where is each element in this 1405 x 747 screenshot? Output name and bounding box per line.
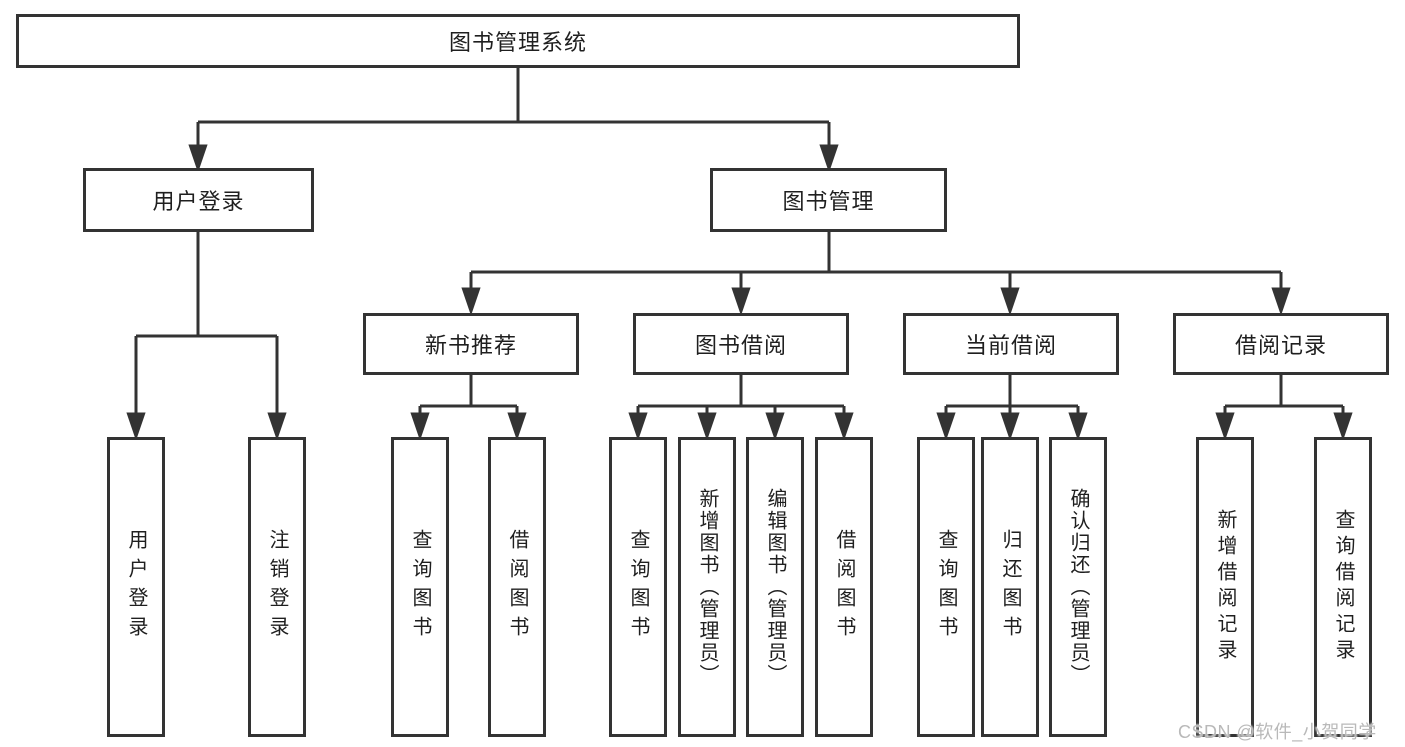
arrowhead-icon	[731, 287, 751, 316]
arrowhead-icon	[1000, 287, 1020, 316]
leaf-query-books-under-borrow: 查询图书	[609, 437, 667, 737]
arrowhead-icon	[628, 412, 648, 441]
leaf-add-borrow-record: 新增借阅记录	[1196, 437, 1254, 737]
leaf-user-login: 用户登录	[107, 437, 165, 737]
node-borrow-records: 借阅记录	[1173, 313, 1389, 375]
connector-new-book-branch	[410, 375, 527, 441]
arrowhead-icon	[188, 144, 208, 173]
arrowhead-icon	[1000, 412, 1020, 441]
arrowhead-icon	[410, 412, 430, 441]
connector-user-login-branch	[126, 232, 287, 441]
connector-root-to-level2	[188, 68, 839, 173]
arrowhead-icon	[765, 412, 785, 441]
arrowhead-icon	[1068, 412, 1088, 441]
node-book-management: 图书管理	[710, 168, 947, 232]
node-library-management-system: 图书管理系统	[16, 14, 1020, 68]
connector-borrow-records-branch	[1215, 375, 1353, 441]
arrowhead-icon	[126, 412, 146, 441]
connector-book-management-to-level3	[461, 232, 1291, 316]
node-user-login: 用户登录	[83, 168, 314, 232]
leaf-return-books: 归还图书	[981, 437, 1039, 737]
arrowhead-icon	[819, 144, 839, 173]
node-new-book-recommend: 新书推荐	[363, 313, 579, 375]
node-current-borrow: 当前借阅	[903, 313, 1119, 375]
arrowhead-icon	[267, 412, 287, 441]
arrowhead-icon	[697, 412, 717, 441]
arrowhead-icon	[1215, 412, 1235, 441]
leaf-query-books-under-current: 查询图书	[917, 437, 975, 737]
leaf-borrow-books-under-new-book: 借阅图书	[488, 437, 546, 737]
arrowhead-icon	[936, 412, 956, 441]
csdn-watermark: CSDN @软件_小贺同学	[1178, 722, 1377, 742]
leaf-edit-books-admin: 编辑图书（管理员）	[746, 437, 804, 737]
connector-current-borrow-branch	[936, 375, 1088, 441]
arrowhead-icon	[1333, 412, 1353, 441]
leaf-add-books-admin: 新增图书（管理员）	[678, 437, 736, 737]
connector-book-borrow-branch	[628, 375, 854, 441]
leaf-logout: 注销登录	[248, 437, 306, 737]
arrowhead-icon	[834, 412, 854, 441]
leaf-borrow-books-under-borrow: 借阅图书	[815, 437, 873, 737]
arrowhead-icon	[507, 412, 527, 441]
arrowhead-icon	[461, 287, 481, 316]
leaf-query-books-under-new-book: 查询图书	[391, 437, 449, 737]
leaf-query-borrow-record: 查询借阅记录	[1314, 437, 1372, 737]
node-book-borrow: 图书借阅	[633, 313, 849, 375]
leaf-confirm-return-admin: 确认归还（管理员）	[1049, 437, 1107, 737]
arrowhead-icon	[1271, 287, 1291, 316]
